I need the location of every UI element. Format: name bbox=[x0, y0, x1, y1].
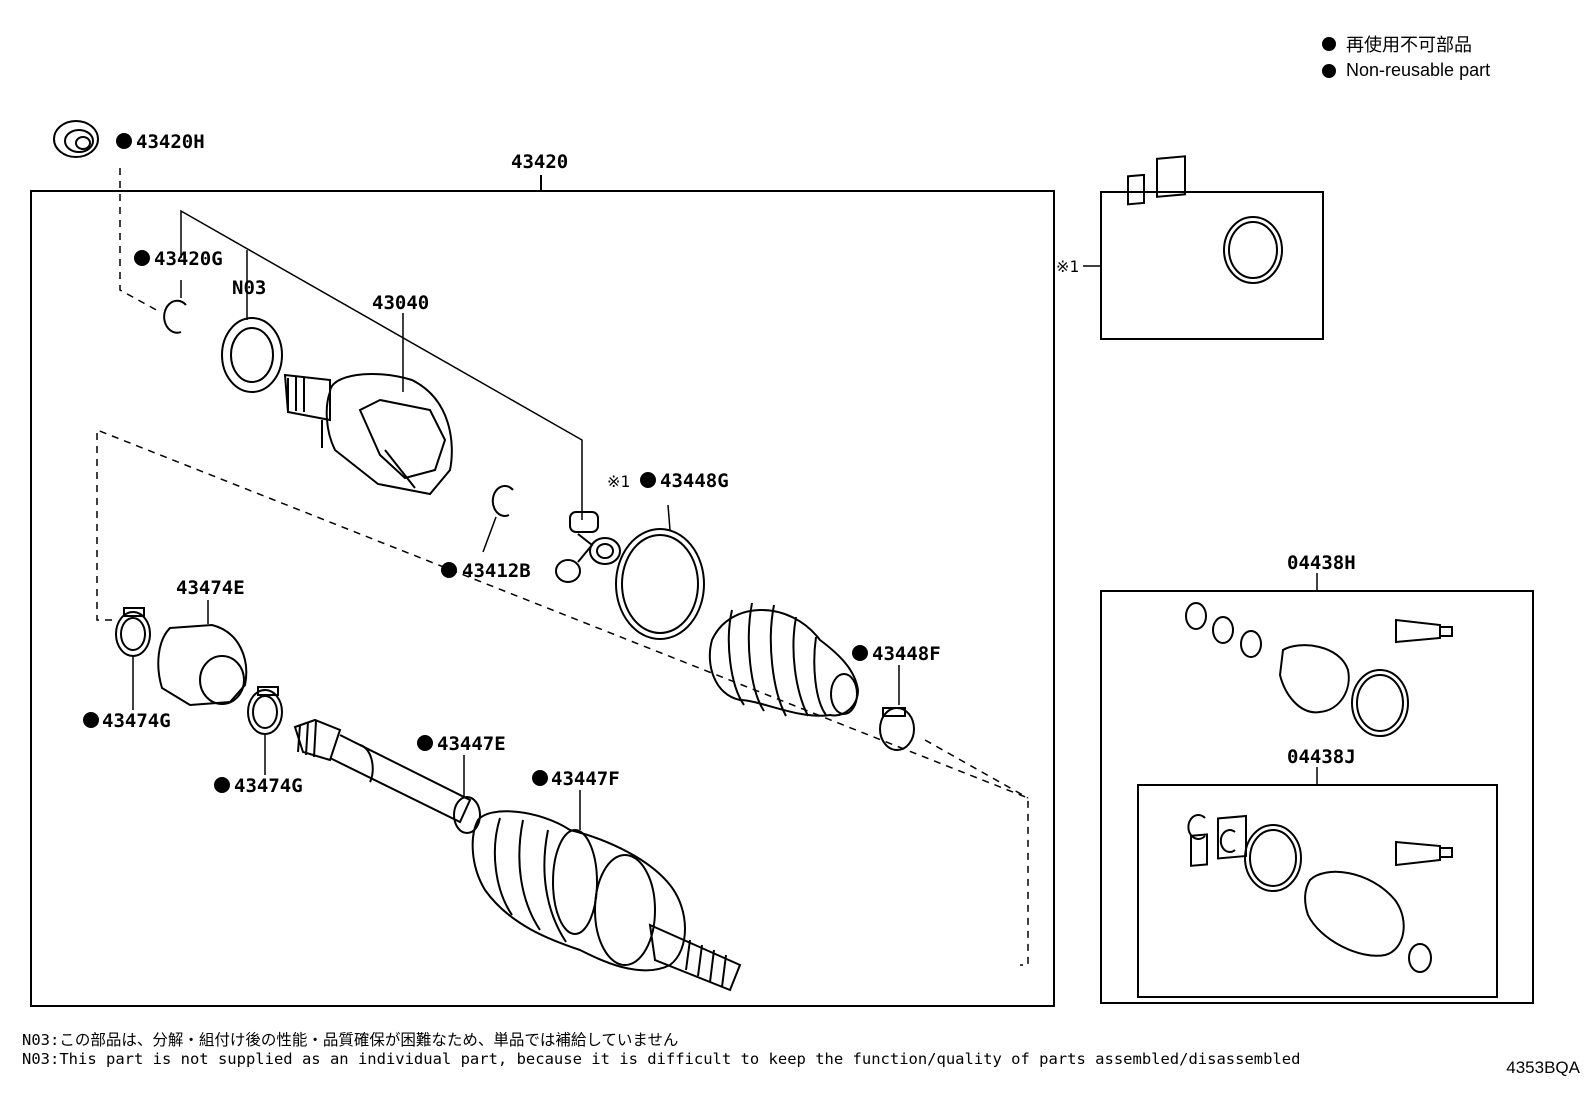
diagram-code: 4353BQA bbox=[1506, 1058, 1580, 1077]
clamp-43474g-right-part bbox=[247, 686, 283, 775]
non-reusable-dot-43448g bbox=[640, 472, 656, 488]
non-reusable-dot-icon bbox=[1322, 36, 1336, 51]
note-jp: N03:この部品は、分解・組付け後の性能・品質確保が困難なため、単品では補給して… bbox=[22, 1031, 679, 1049]
label-43474e: 43474E bbox=[176, 577, 245, 599]
boot-kit-04438h-frame bbox=[1100, 590, 1534, 1004]
non-reusable-dot-43420g bbox=[134, 250, 150, 266]
label-note-mark: ※1 bbox=[607, 472, 630, 491]
non-reusable-dot-43420h bbox=[116, 133, 132, 149]
n03-bracket bbox=[180, 209, 583, 520]
legend-label-en: Non-reusable part bbox=[1346, 60, 1491, 80]
label-kit-note-mark: ※1 bbox=[1056, 257, 1079, 276]
label-43420h: 43420H bbox=[136, 131, 205, 153]
clamp-43448g-part bbox=[615, 504, 705, 640]
kit-box bbox=[1100, 191, 1324, 340]
ring-n03-part bbox=[221, 317, 283, 393]
label-43412b: 43412B bbox=[462, 560, 531, 582]
label-43420g: 43420G bbox=[154, 248, 223, 270]
snap-ring-43420g-part bbox=[163, 299, 187, 334]
label-04438j: 04438J bbox=[1287, 746, 1356, 768]
clamp-43474g-left-part bbox=[115, 607, 151, 710]
boot-kit-04438j-contents bbox=[1187, 814, 1453, 973]
non-reusable-dot-43447f bbox=[532, 770, 548, 786]
kit-box-contents bbox=[1127, 155, 1283, 284]
non-reusable-dot-43474g-a bbox=[83, 712, 99, 728]
boot-part bbox=[708, 602, 860, 717]
joint-43040-part bbox=[283, 373, 453, 496]
legend-item-jp: 再使用不可部品 bbox=[1322, 30, 1490, 57]
label-43040: 43040 bbox=[372, 292, 429, 314]
legend-label-jp: 再使用不可部品 bbox=[1346, 34, 1472, 55]
tripod-part bbox=[555, 511, 621, 583]
label-43448f: 43448F bbox=[872, 643, 941, 665]
non-reusable-dot-43474g-b bbox=[214, 777, 230, 793]
non-reusable-dot-43448f bbox=[852, 645, 868, 661]
label-n03: N03 bbox=[232, 277, 266, 299]
legend: 再使用不可部品 Non-reusable part bbox=[1322, 30, 1490, 84]
clamp-43448f-part bbox=[879, 665, 915, 751]
assembly-frame bbox=[30, 190, 1055, 1007]
label-43448g: 43448G bbox=[660, 470, 729, 492]
seal-43420h-part bbox=[53, 120, 99, 158]
label-43447e: 43447E bbox=[437, 733, 506, 755]
label-43474g-a: 43474G bbox=[102, 710, 171, 732]
boot-kit-04438h-contents bbox=[1185, 602, 1453, 737]
drive-shaft-part bbox=[293, 718, 742, 992]
label-04438h: 04438H bbox=[1287, 552, 1356, 574]
label-43447f: 43447F bbox=[551, 768, 620, 790]
non-reusable-dot-43412b bbox=[441, 562, 457, 578]
label-43420: 43420 bbox=[511, 151, 568, 173]
note-en: N03:This part is not supplied as an indi… bbox=[22, 1050, 1301, 1068]
dashed-guides bbox=[96, 168, 1029, 966]
non-reusable-dot-icon bbox=[1322, 63, 1336, 78]
label-43474g-b: 43474G bbox=[234, 775, 303, 797]
joint-43474e-part bbox=[157, 600, 248, 707]
legend-item-en: Non-reusable part bbox=[1322, 57, 1490, 84]
non-reusable-dot-43447e bbox=[417, 735, 433, 751]
snap-ring-43412b-part bbox=[491, 485, 514, 517]
